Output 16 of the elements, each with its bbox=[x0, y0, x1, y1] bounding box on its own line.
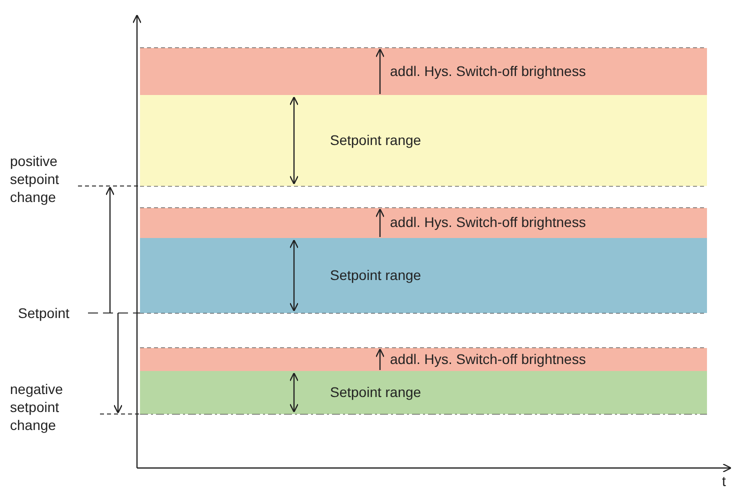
hysteresis-band bbox=[140, 208, 707, 238]
hysteresis-band bbox=[140, 348, 707, 371]
side-label: Setpoint bbox=[18, 304, 70, 322]
side-label: negative setpoint change bbox=[10, 380, 64, 434]
band-label: addl. Hys. Switch-off brightness bbox=[390, 214, 586, 230]
axis-label: t bbox=[722, 472, 727, 490]
band-label: Setpoint range bbox=[330, 266, 422, 282]
hysteresis-band bbox=[140, 48, 707, 95]
band-label: addl. Hys. Switch-off brightness bbox=[390, 350, 586, 366]
setpoint-range-band bbox=[140, 238, 707, 313]
band-label: addl. Hys. Switch-off brightness bbox=[390, 62, 586, 78]
setpoint-range-band bbox=[140, 95, 707, 186]
band-label: Setpoint range bbox=[330, 132, 422, 148]
side-label: positive setpoint change bbox=[10, 152, 60, 206]
band-label: Setpoint range bbox=[330, 384, 422, 400]
setpoint-range-band bbox=[140, 371, 707, 414]
